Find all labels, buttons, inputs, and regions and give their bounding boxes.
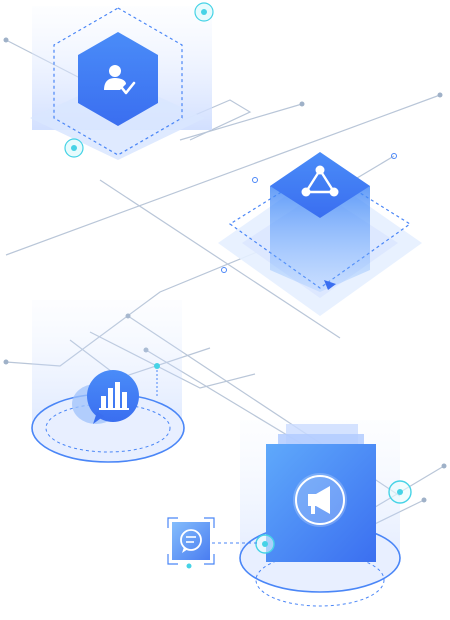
- share-network-icon: [304, 168, 336, 194]
- bar-chart-icon: [99, 382, 129, 410]
- connector-line: [99, 179, 341, 339]
- megaphone-icon: [308, 486, 330, 514]
- chat-bubble-icon: [180, 529, 202, 553]
- pillar-top: [270, 152, 370, 218]
- glow-dot: [221, 267, 227, 273]
- light-pillar: [270, 186, 370, 292]
- network-node: [218, 152, 422, 316]
- glow-dot: [391, 153, 397, 159]
- analytics-node: [31, 300, 185, 463]
- dashed-hexagon: [53, 7, 183, 156]
- connector-line: [179, 103, 303, 141]
- dashed-ring: [255, 553, 385, 607]
- user-verified-node: [30, 2, 214, 160]
- glow-dot: [252, 177, 258, 183]
- connector-line: [5, 94, 441, 256]
- user-check-icon: [104, 65, 136, 95]
- message-node: [167, 517, 260, 569]
- arrow-marker: [324, 280, 336, 290]
- glow-dot: [154, 363, 160, 369]
- selection-frame: [167, 517, 215, 565]
- message-card: [172, 522, 210, 560]
- announcement-node: [239, 420, 412, 607]
- glow-dot: [186, 563, 192, 569]
